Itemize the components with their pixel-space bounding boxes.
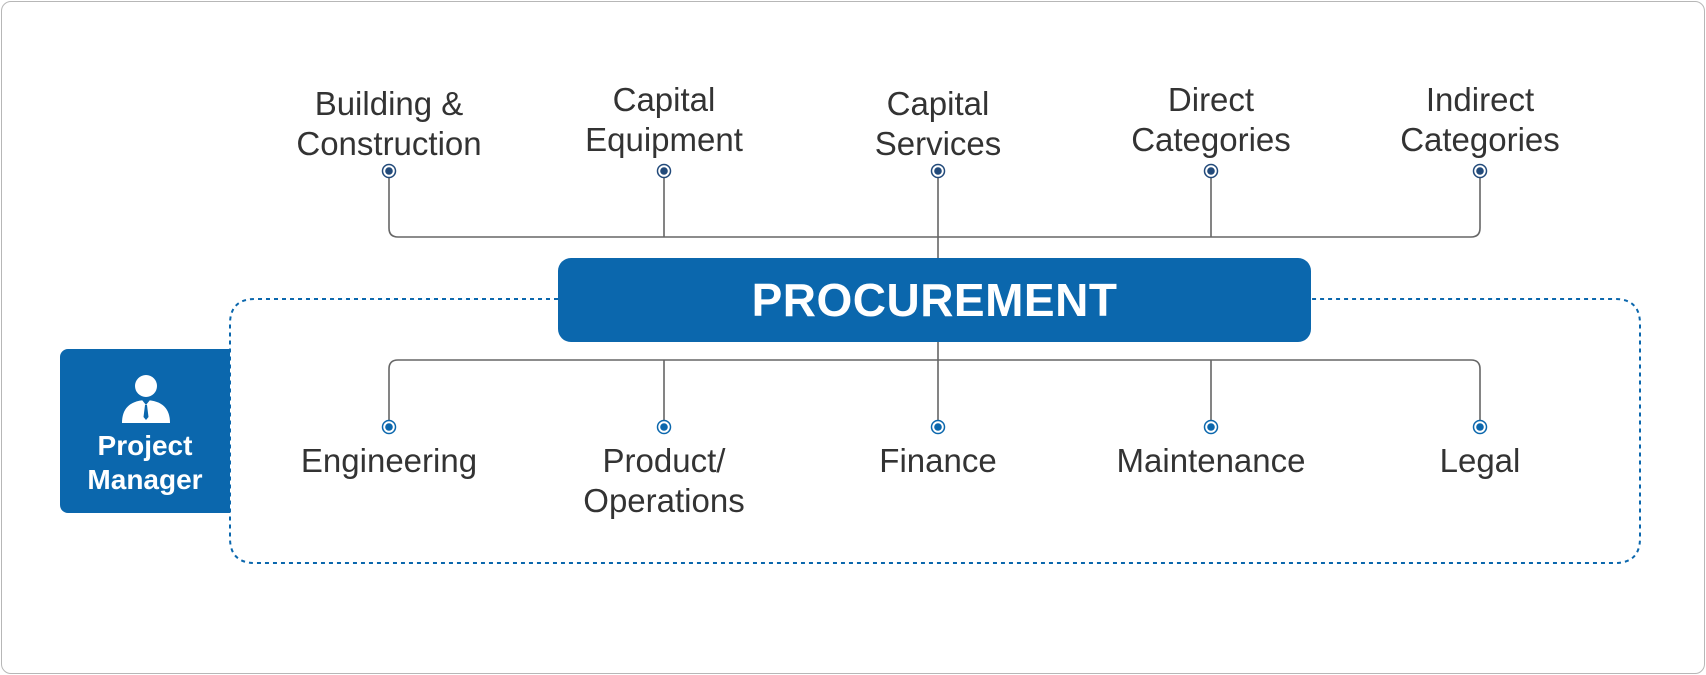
top-node-dot-core bbox=[1476, 167, 1484, 175]
bottom-node-dots bbox=[381, 419, 1488, 435]
top-node-dot-core bbox=[385, 167, 393, 175]
top-node-label-capital-equipment: Capital Equipment bbox=[585, 81, 743, 158]
bottom-node-dot-core bbox=[934, 423, 942, 431]
bottom-node-label-maintenance: Maintenance bbox=[1116, 442, 1306, 479]
top-node-label-building-construction: Building & Construction bbox=[296, 85, 482, 162]
bottom-node-dot-core bbox=[1476, 423, 1484, 431]
project-manager-box: Project Manager bbox=[60, 349, 230, 513]
top-node-dot-core bbox=[934, 167, 942, 175]
project-manager-label: Project Manager bbox=[87, 430, 203, 495]
top-node-label-capital-services: Capital Services bbox=[874, 85, 1002, 162]
procurement-label: PROCUREMENT bbox=[751, 274, 1118, 326]
top-connector-bus bbox=[388, 172, 1481, 238]
bottom-connector-bus bbox=[388, 359, 1481, 427]
bottom-node-label-legal: Legal bbox=[1439, 442, 1521, 479]
top-node-dot-core bbox=[660, 167, 668, 175]
procurement-box: PROCUREMENT bbox=[558, 258, 1311, 342]
team-dotted-boundary bbox=[229, 298, 1641, 564]
bottom-node-dot-core bbox=[1207, 423, 1215, 431]
person-icon bbox=[122, 375, 170, 423]
bottom-node-label-finance: Finance bbox=[879, 442, 997, 479]
top-node-label-indirect-categories: Indirect Categories bbox=[1400, 81, 1560, 158]
top-node-dot-core bbox=[1207, 167, 1215, 175]
top-node-label-direct-categories: Direct Categories bbox=[1131, 81, 1291, 158]
bottom-node-label-engineering: Engineering bbox=[300, 442, 478, 479]
bottom-node-dot-core bbox=[385, 423, 393, 431]
bottom-node-label-product-operations: Product/ Operations bbox=[583, 442, 745, 519]
bottom-node-dot-core bbox=[660, 423, 668, 431]
top-node-dots bbox=[381, 163, 1488, 179]
